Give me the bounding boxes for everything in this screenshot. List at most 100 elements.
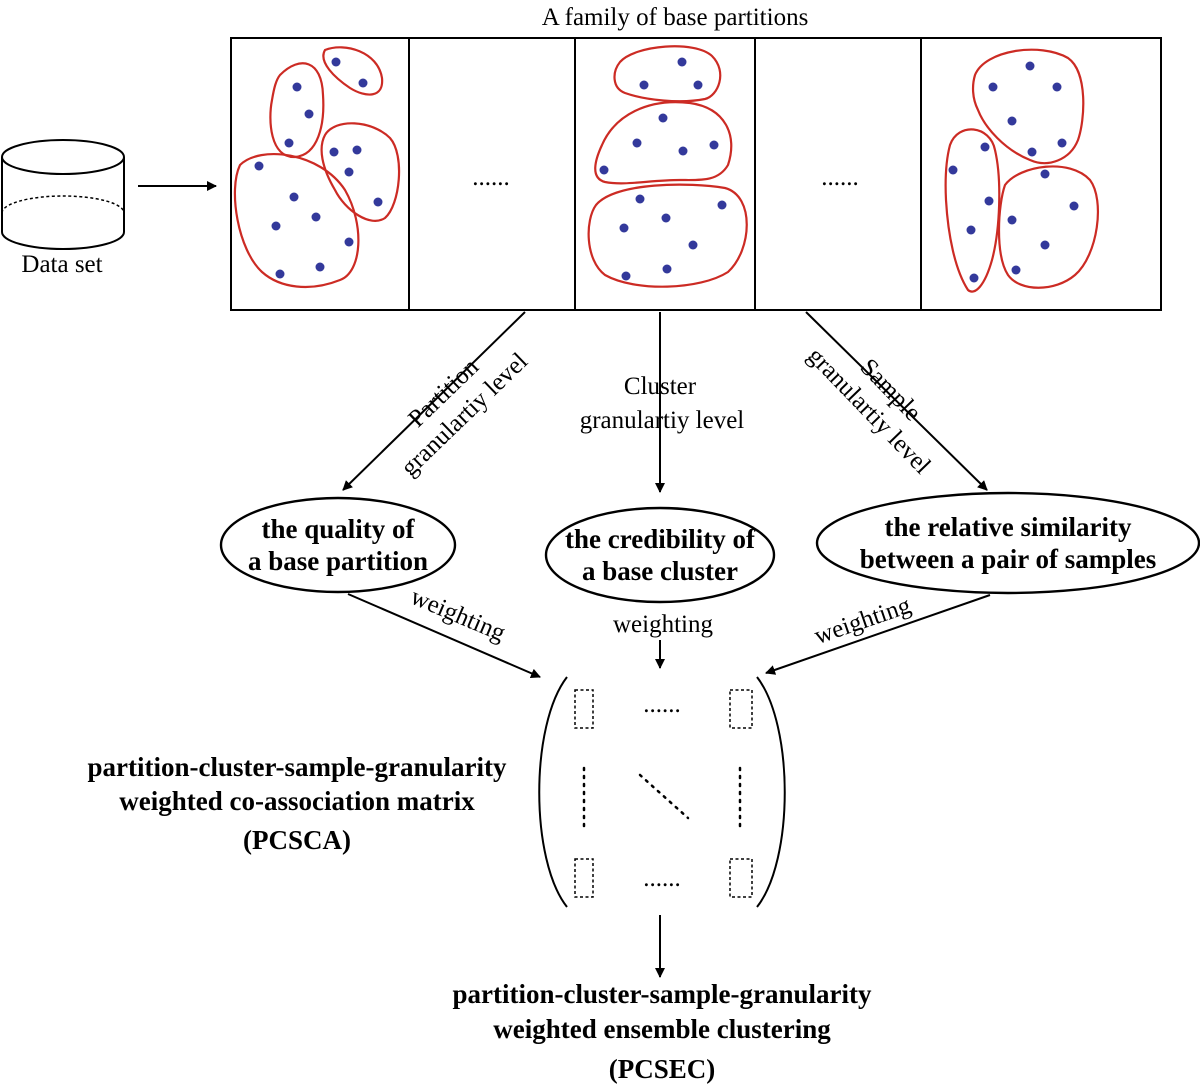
sample-point [599,165,609,175]
partition-granularity-arrow [342,311,526,491]
sample-point [289,192,299,202]
sample-point [984,196,994,206]
sample-point [678,146,688,156]
partition-weighting-arrow [347,593,541,679]
sample-point [661,213,671,223]
sample-point [1007,215,1017,225]
base-partition-3 [944,48,1100,293]
sample-point [639,80,649,90]
sample-similarity-node [815,491,1200,595]
cluster-outline [971,48,1085,165]
sample-point [709,140,719,150]
cluster-outline [594,101,733,185]
sample-point [1052,82,1062,92]
sample-granularity-label: Sample granulartiy level [802,342,936,479]
sample-point [966,225,976,235]
pcsec-name-line3: (PCSEC) [609,1054,716,1084]
sample-point [304,109,314,119]
matrix-row-ellipsis: ...... [643,691,681,718]
matrix-cell [729,689,753,729]
sample-weighting-arrow [765,594,991,675]
sample-granularity-arrow [805,311,988,491]
base-partition-2 [587,45,748,288]
sample-point [1007,116,1017,126]
base-partition-1 [233,46,401,289]
sample-point [621,271,631,281]
cluster-granularity-label-line1: Cluster [624,373,697,400]
cluster-weighting-label: weighting [613,611,713,638]
cluster-outline [233,153,360,289]
sample-point [677,57,687,67]
sample-point [254,161,264,171]
cluster-credibility-line1: the credibility of [565,524,756,554]
sample-point [373,197,383,207]
partition-granularity-label: Partition granulartiy level [396,348,533,482]
matrix-cell [574,689,594,729]
cluster-credibility-node [544,506,776,604]
sample-point [271,221,281,231]
sample-point [662,264,672,274]
sample-point [619,223,629,233]
pcsec-name-line2: weighted ensemble clustering [493,1014,831,1044]
pcsca-name-line1: partition-cluster-sample-granularity [88,752,507,782]
base-partitions-panel [230,37,1162,311]
partition-weighting-label: weighting [407,583,510,647]
partition-quality-node [219,496,457,594]
sample-point [329,147,339,157]
sample-similarity-line1: the relative similarity [885,512,1132,542]
cluster-outline [322,46,384,96]
partition-gap-ellipsis: ...... [472,164,510,191]
cluster-outline [997,165,1100,289]
sample-point [344,237,354,247]
sample-point [658,113,668,123]
sample-point [331,57,341,67]
sample-point [344,167,354,177]
sample-point [1027,147,1037,157]
sample-point [969,273,979,283]
sample-point [358,78,368,88]
sample-point [1040,240,1050,250]
sample-weighting-label: weighting [811,592,915,650]
sample-point [717,200,727,210]
matrix-cell [729,858,753,898]
sample-point [988,82,998,92]
co-association-matrix-icon [538,676,786,908]
sample-point [1057,138,1067,148]
matrix-cell [574,858,594,898]
partition-quality-line2: a base partition [248,546,428,576]
matrix-row-ellipsis: ...... [643,865,681,892]
dataset-label: Data set [21,251,102,278]
cluster-outline [587,183,748,288]
cluster-outline [269,62,325,159]
sample-point [292,82,302,92]
sample-point [1011,265,1021,275]
matrix-left-bracket [538,676,568,908]
pcsec-name-line1: partition-cluster-sample-granularity [453,979,872,1009]
sample-point [1040,169,1050,179]
partition-quality-line1: the quality of [261,514,415,544]
pcsca-name-line2: weighted co-association matrix [119,786,475,816]
sample-point [284,138,294,148]
partition-gap-ellipsis: ...... [821,164,859,191]
sample-point [311,212,321,222]
sample-point [635,194,645,204]
sample-point [688,240,698,250]
sample-point [693,80,703,90]
sample-point [1069,201,1079,211]
sample-point [632,138,642,148]
sample-point [980,142,990,152]
cluster-granularity-label-line2: granulartiy level [580,407,745,434]
dataset-cylinder-icon [0,139,125,250]
matrix-right-bracket [756,676,786,908]
cluster-outline [320,122,401,222]
diagram-title: A family of base partitions [542,4,809,31]
sample-point [352,145,362,155]
sample-point [1025,61,1035,71]
cluster-credibility-line2: a base cluster [582,556,738,586]
sample-similarity-line2: between a pair of samples [860,544,1157,574]
sample-point [275,269,285,279]
sample-point [948,165,958,175]
cluster-outline [613,45,722,103]
cluster-outline [944,128,1001,293]
